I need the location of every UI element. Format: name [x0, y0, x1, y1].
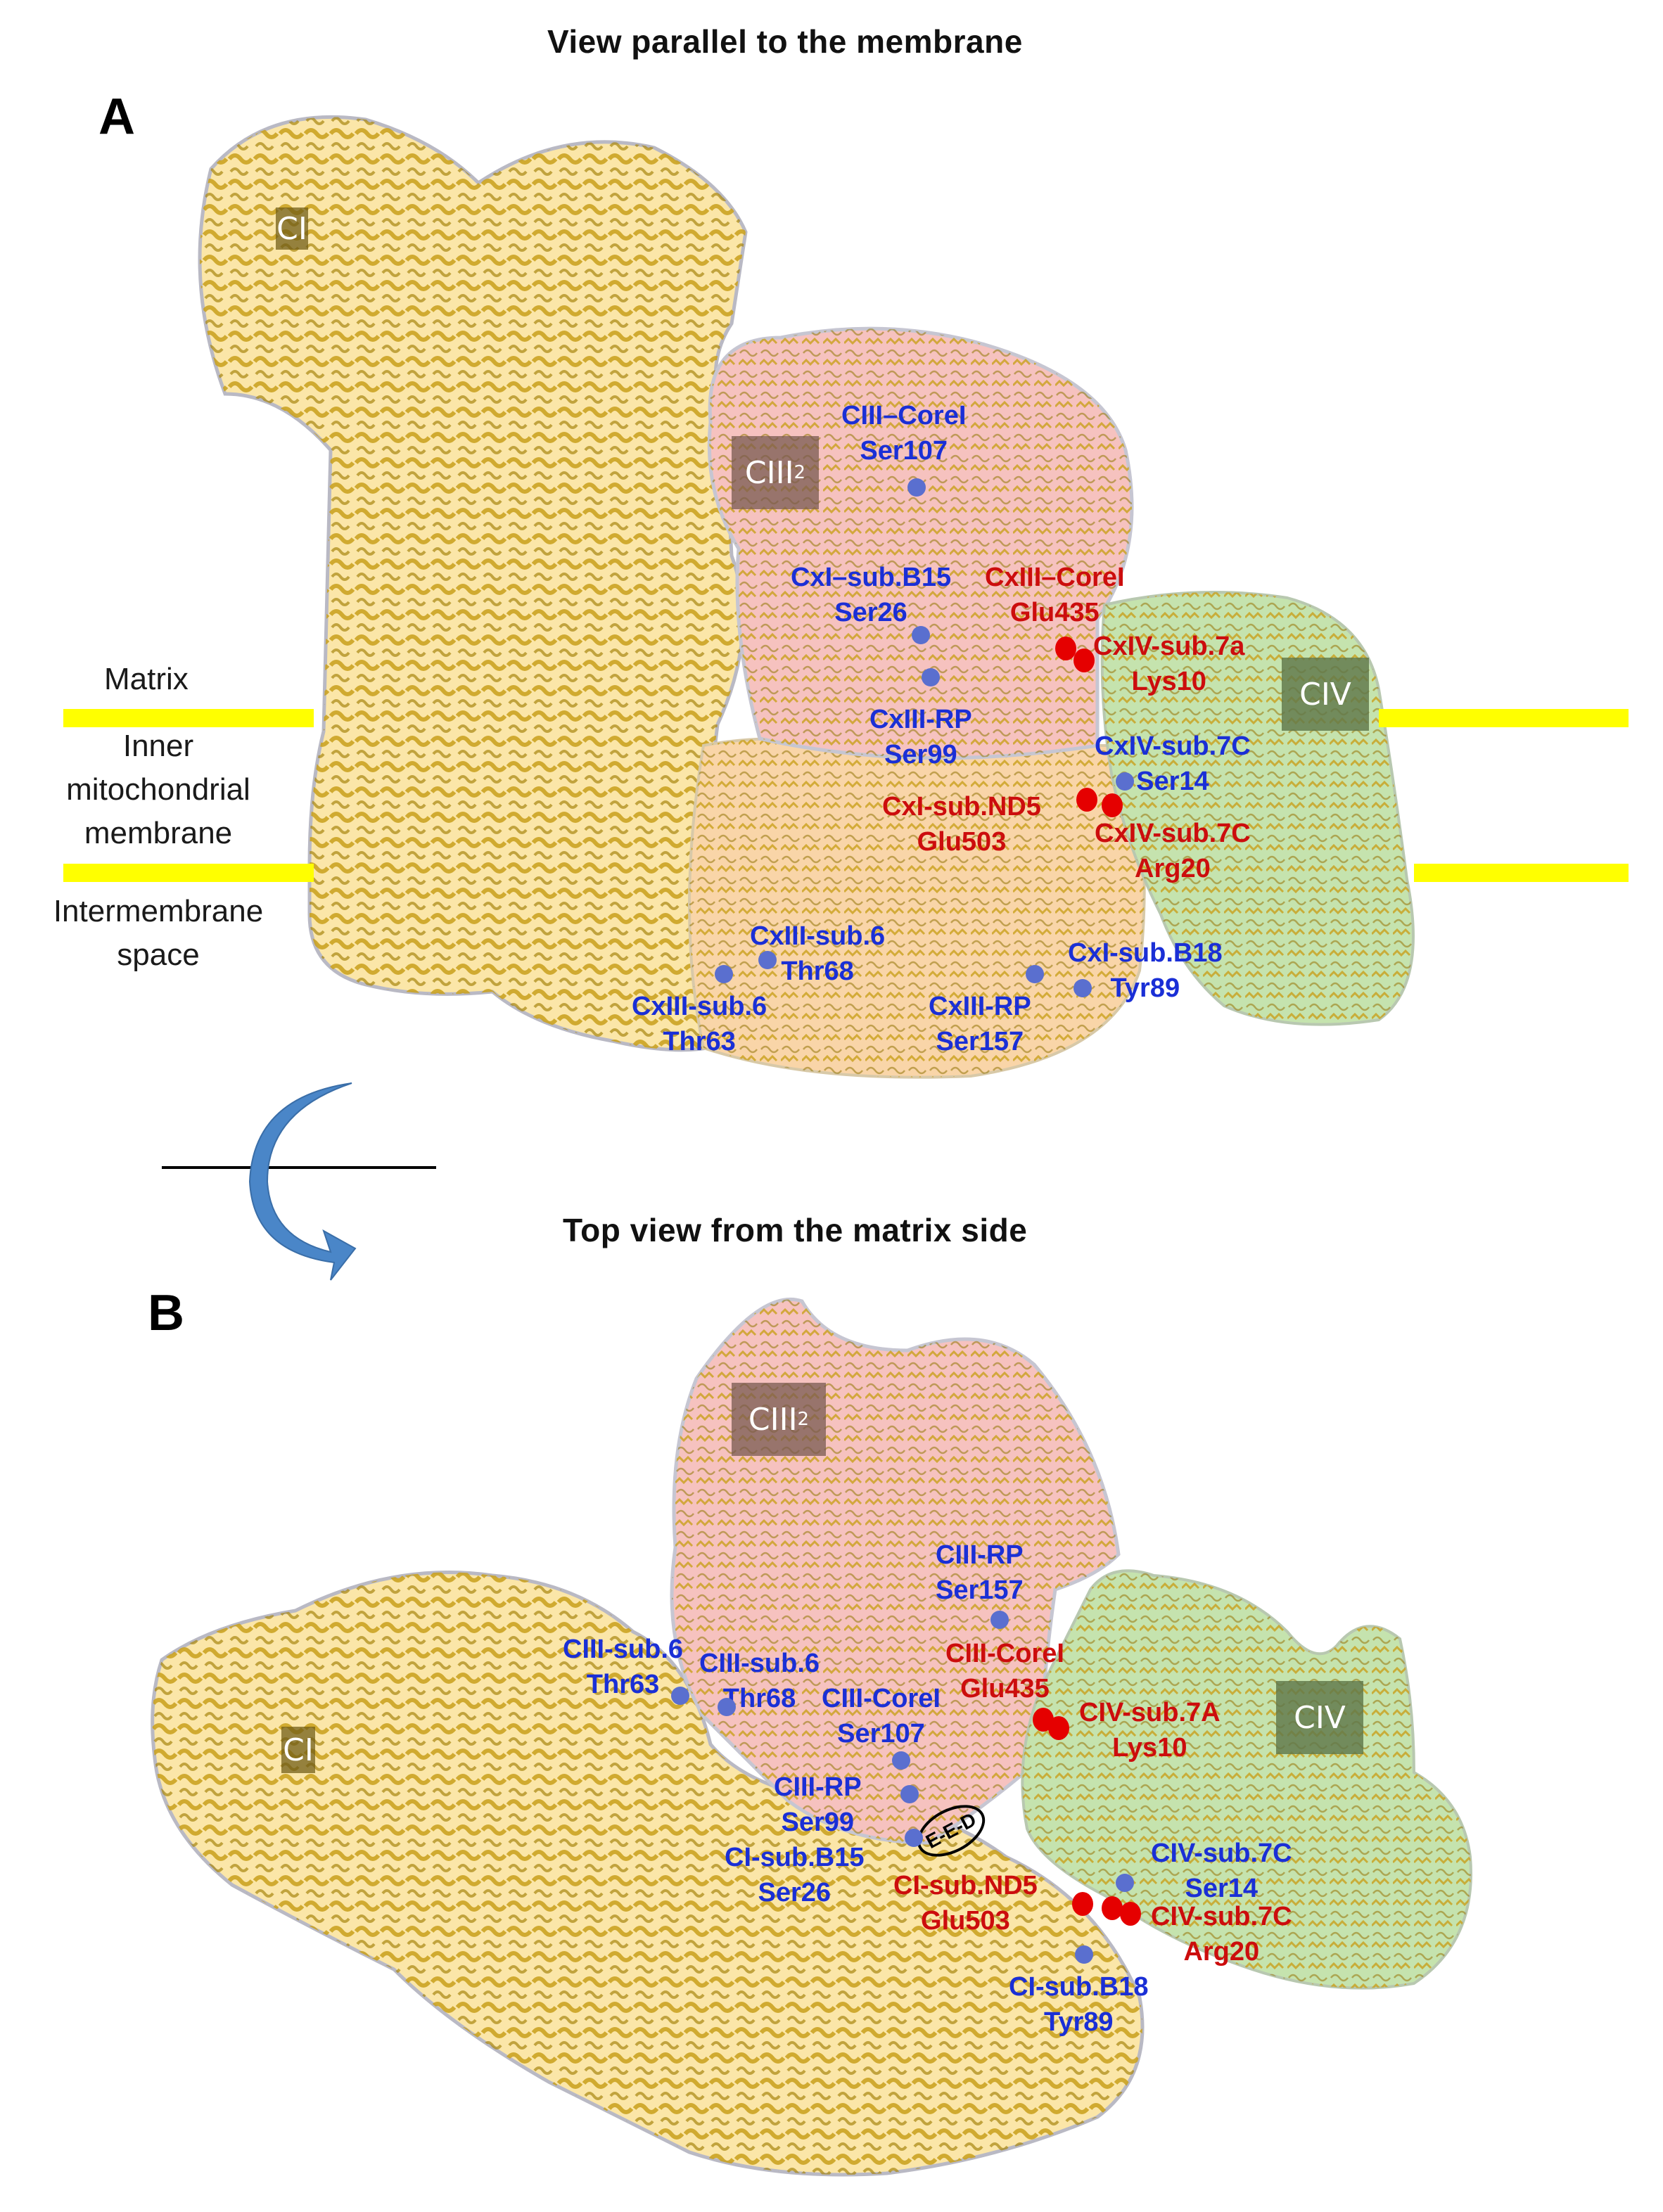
membrane-line-top-left — [63, 709, 314, 727]
residue-dot — [1116, 1874, 1134, 1892]
residue-dot — [1048, 1716, 1069, 1740]
residue-dot — [990, 1611, 1009, 1629]
membrane-line-bottom-right — [1414, 864, 1629, 882]
residue-dot — [1073, 648, 1095, 672]
residue-dot — [912, 626, 930, 644]
panel-a-letter: A — [98, 89, 135, 145]
intermembrane-space-label: Intermembrane space — [53, 894, 264, 972]
inner-membrane-label: Inner mitochondrial membrane — [66, 729, 250, 850]
rotate-arrow-icon — [162, 1082, 436, 1281]
panel-a-ci-tag: CI — [276, 207, 308, 250]
matrix-label: Matrix — [104, 662, 189, 696]
residue-dot — [1026, 965, 1044, 983]
panel-a-ci-shape — [198, 115, 748, 1052]
residue-dot — [1116, 772, 1134, 791]
panel-b-civ-tag: CIV — [1276, 1681, 1363, 1754]
residue-dot — [1102, 1896, 1123, 1920]
residue-dot — [1075, 1945, 1093, 1964]
residue-dot — [1055, 637, 1076, 660]
residue-dot — [892, 1751, 910, 1770]
panel-a-title: View parallel to the membrane — [547, 23, 1023, 60]
panel-b-letter: B — [148, 1285, 184, 1341]
panel-b-civ-shape — [1021, 1569, 1472, 1990]
residue-dot — [1073, 979, 1092, 997]
residue-dot — [1120, 1902, 1141, 1926]
membrane-line-top-right — [1379, 709, 1629, 727]
residue-dot — [1102, 793, 1123, 817]
residue-dot — [671, 1687, 689, 1705]
panel-b-ci-tag: CI — [281, 1727, 315, 1773]
panel-a-lower-shape — [688, 737, 1146, 1079]
residue-dot — [718, 1698, 736, 1716]
panel-b-title: Top view from the matrix side — [563, 1212, 1028, 1248]
panel-a-ciii-shape — [707, 326, 1134, 760]
residue-dot — [1076, 788, 1097, 812]
residue-dot — [758, 951, 777, 969]
residue-dot — [715, 965, 733, 983]
residue-dot — [922, 668, 940, 686]
residue-dot — [900, 1785, 919, 1803]
panel-a-civ-tag: CIV — [1282, 658, 1369, 731]
residue-dot — [905, 1829, 923, 1847]
residue-dot — [907, 478, 926, 497]
residue-dot — [1072, 1892, 1093, 1916]
membrane-line-bottom-left — [63, 864, 314, 882]
panel-b-ci-shape — [151, 1571, 1145, 2177]
